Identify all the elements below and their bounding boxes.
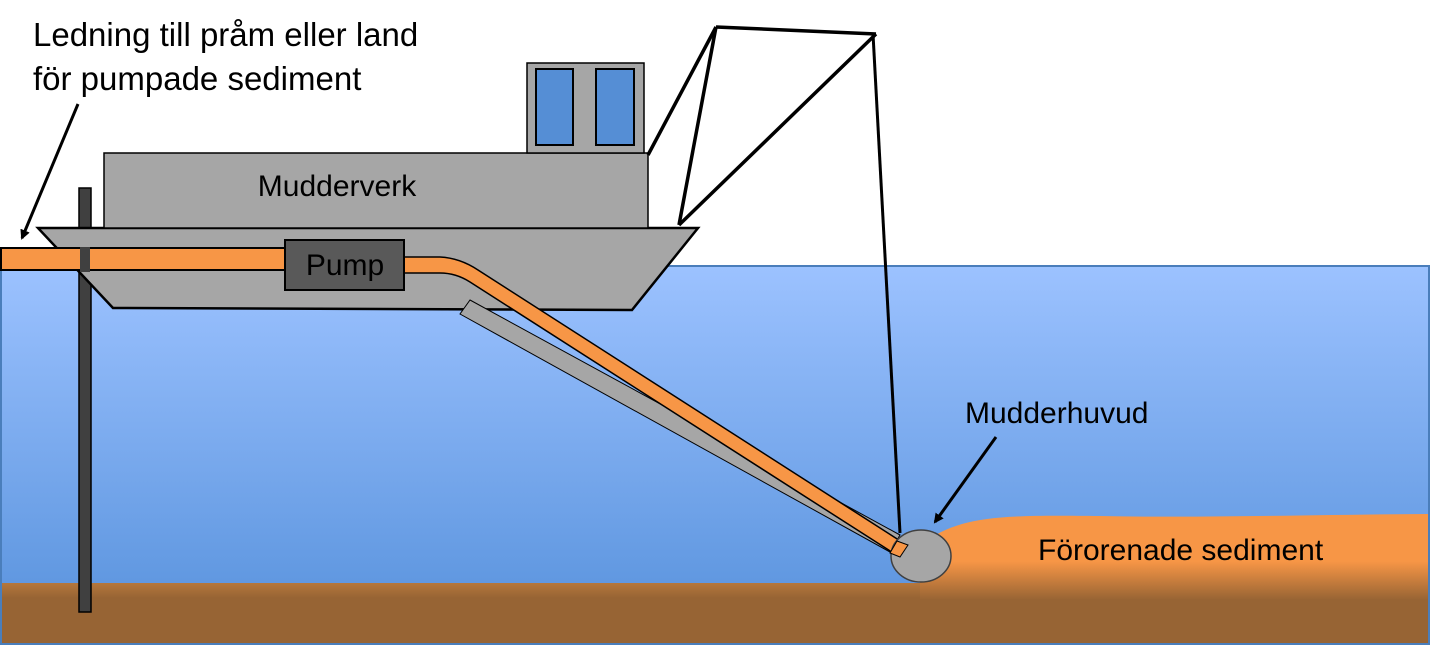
- contaminated-sediment: [920, 514, 1428, 600]
- spud-pole-front: [80, 247, 90, 272]
- pump-label: Pump: [306, 249, 384, 282]
- cabin: [103, 152, 649, 229]
- sediment-label: Förorenade sediment: [1038, 534, 1324, 567]
- crane-frame: [646, 25, 902, 534]
- dredge-head-label: Mudderhuvud: [965, 397, 1148, 430]
- dredger-label: Mudderverk: [258, 170, 417, 203]
- pipeline-label-line1: Ledning till pråm eller land: [33, 16, 418, 53]
- discharge-pipeline: [0, 247, 286, 271]
- window-left: [535, 68, 574, 146]
- window-right: [595, 68, 635, 146]
- dredge-head-arrow: [933, 436, 998, 524]
- pump-box: [284, 239, 405, 291]
- dredge-head: [890, 529, 952, 583]
- pipe-tip: [889, 540, 909, 558]
- pipeline-arrow: [20, 103, 80, 240]
- pipeline-label-line2: för pumpade sediment: [33, 60, 361, 97]
- spud-pole: [78, 187, 92, 613]
